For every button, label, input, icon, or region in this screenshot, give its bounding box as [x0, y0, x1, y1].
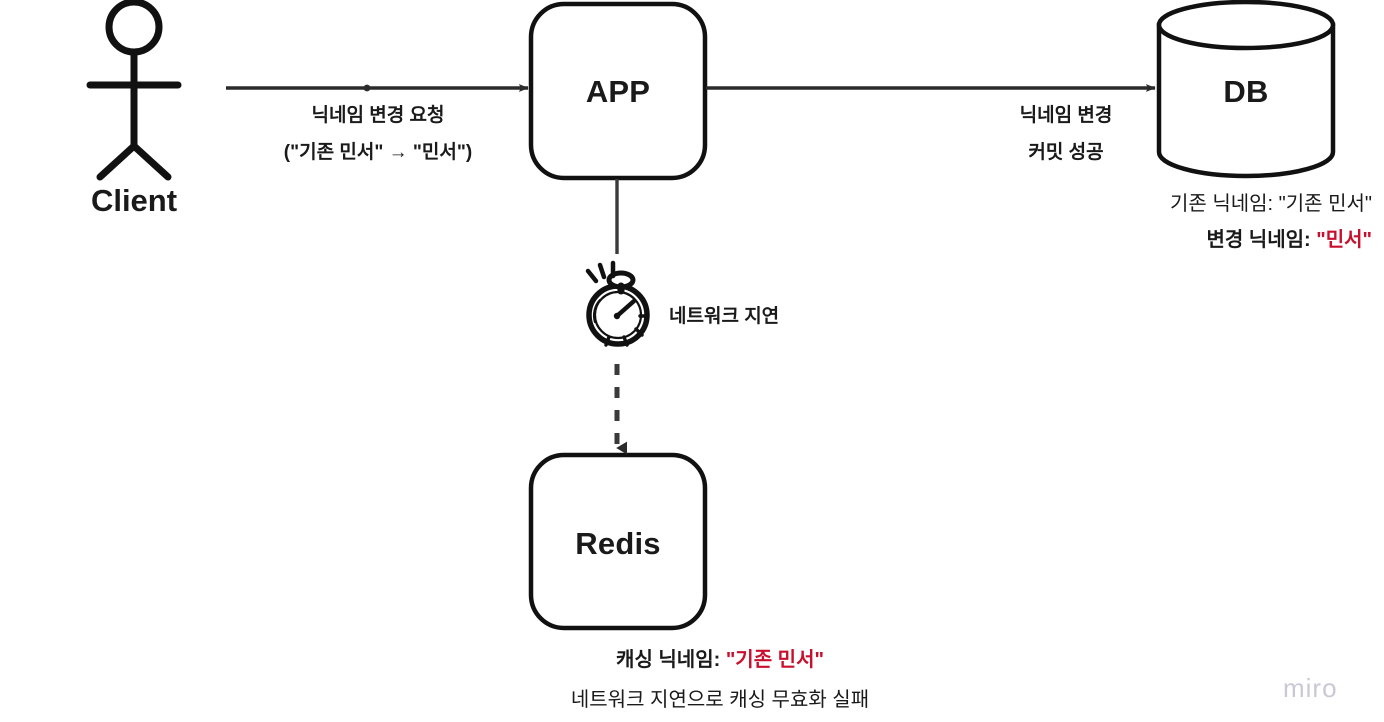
app-node-label: APP	[585, 74, 651, 109]
client-node-label: Client	[90, 183, 178, 218]
db-annotation-changed-value: "민서"	[1316, 229, 1372, 251]
stopwatch-icon	[585, 260, 650, 347]
redis-annotation-cached-nickname: 캐싱 닉네임: "기존 민서"	[616, 650, 824, 670]
redis-node-label: Redis	[575, 526, 661, 561]
app-node-shape	[528, 1, 708, 181]
redis-annotation-failure-reason: 네트워크 지연으로 캐싱 무효화 실패	[570, 689, 870, 711]
redis-node-shape	[528, 452, 708, 631]
edge-label-app-to-db-line2: 커밋 성공	[1028, 142, 1104, 163]
database-cylinder-icon	[1156, 0, 1336, 179]
edge-label-network-delay: 네트워크 지연	[669, 306, 780, 327]
db-annotation-changed-nickname: 변경 닉네임: "민서"	[1206, 230, 1372, 250]
miro-watermark: miro	[1283, 673, 1338, 703]
edge-label-app-to-db-line1: 닉네임 변경	[1019, 105, 1113, 126]
edge-client-to-app	[226, 84, 529, 92]
redis-annotation-cached-prefix: 캐싱 닉네임:	[616, 649, 726, 671]
stick-figure-icon	[86, 0, 182, 181]
edge-label-client-to-app-line2: ("기존 민서" → "민서")	[283, 142, 473, 163]
db-annotation-existing-nickname: 기존 닉네임: "기존 민서"	[1169, 193, 1372, 215]
edge-label-client-to-app-line1: 닉네임 변경 요청	[311, 105, 445, 126]
db-annotation-changed-prefix: 변경 닉네임:	[1206, 229, 1317, 251]
db-node-label: DB	[1223, 74, 1269, 109]
redis-annotation-cached-value: "기존 민서"	[725, 649, 824, 671]
